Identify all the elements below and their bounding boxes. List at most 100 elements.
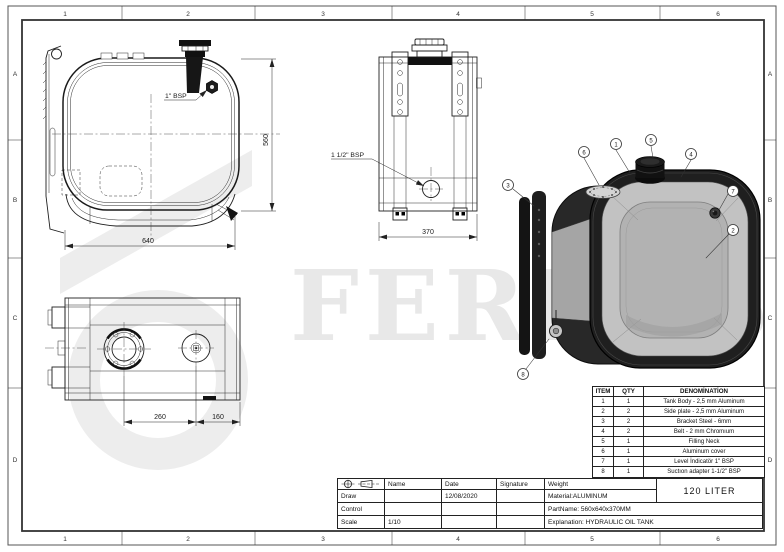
front-view: 1" BSP 560 640 <box>42 40 280 250</box>
row-label: B <box>13 197 17 204</box>
row-label: A <box>768 71 773 78</box>
scale-signature-cell <box>497 516 545 528</box>
row-label: D <box>768 457 773 464</box>
top-breather <box>178 330 214 366</box>
iso-suction-adapter <box>549 310 563 338</box>
col-label: 3 <box>321 536 325 543</box>
isometric-view: 1 2 3 4 5 6 7 <box>502 134 761 380</box>
balloon-number: 5 <box>649 138 653 144</box>
weight-label: Weight <box>545 479 657 490</box>
front-belt-strap <box>186 57 203 93</box>
iso-filling-neck <box>635 156 665 184</box>
draw-name-value <box>385 490 442 503</box>
part-denomination: Filling Neck <box>644 437 764 447</box>
col-label: 5 <box>590 11 594 18</box>
callout-balloon-3: 3 <box>502 179 514 191</box>
control-date-value <box>442 503 497 516</box>
part-denomination: Suctıon adapter 1-1/2" BSP <box>667 469 741 475</box>
front-dim-height: 560 <box>241 58 276 212</box>
part-denomination: Level İndicatör 1" BSP <box>644 457 764 467</box>
col-label: 5 <box>590 536 594 543</box>
part-item: 4 <box>593 427 614 437</box>
iso-side-plate <box>601 181 749 357</box>
explanation-value: Explanation: HYDRAULIC OIL TANK <box>548 518 654 526</box>
row-label: B <box>768 197 772 204</box>
side-depth-value: 370 <box>422 229 434 236</box>
signature-label: Signature <box>497 479 545 490</box>
scale-date-cell <box>442 516 497 528</box>
part-qty: 2 <box>614 417 644 427</box>
control-name-value <box>385 503 442 516</box>
grid-column-labels-bottom: 1 2 3 4 5 6 <box>63 536 720 543</box>
side-port-label: 1 1/2" BSP <box>331 152 364 159</box>
parts-header-denomination: DENOMİNATİON <box>644 387 764 397</box>
parts-header-qty: QTY <box>614 387 644 397</box>
col-label: 3 <box>321 11 325 18</box>
draw-signature-value <box>497 490 545 503</box>
part-name-value: PartName: 560x640x370MM <box>545 503 762 516</box>
balloon-number: 3 <box>506 183 510 189</box>
front-level-plug <box>206 80 218 94</box>
iso-level-indicator <box>709 207 721 219</box>
part-qty: 2 <box>614 407 644 417</box>
callout-balloon-5: 5 <box>645 134 657 146</box>
balloon-number: 8 <box>521 372 525 378</box>
part-denomination: Tank Body - 2,5 mm Aluminum <box>644 397 764 407</box>
part-denomination: Aluminum cover <box>644 447 764 457</box>
scale-value: 1/10 <box>385 516 442 528</box>
iso-left-surface <box>551 218 591 322</box>
part-qty: 1 <box>614 447 644 457</box>
part-qty: 1 <box>614 397 644 407</box>
row-label: A <box>13 71 18 78</box>
col-label: 1 <box>63 536 67 543</box>
balloon-number: 1 <box>614 142 618 148</box>
side-dim-depth: 370 <box>378 214 478 241</box>
balloon-number: 6 <box>582 150 586 156</box>
col-label: 6 <box>716 11 720 18</box>
callout-balloon-2: 2 <box>727 224 739 236</box>
top-plan-view: 260 160 <box>45 297 241 426</box>
front-strap-anchor <box>215 203 238 221</box>
part-qty: 1 <box>614 437 644 447</box>
name-label: Name <box>385 479 442 490</box>
part-qty: 2 <box>614 427 644 437</box>
part-denomination: Side plate - 2,5 mm Aluminum <box>644 407 764 417</box>
callout-balloon-6: 6 <box>578 146 590 158</box>
col-label: 2 <box>186 536 190 543</box>
side-bracket-right <box>451 51 469 221</box>
scale-label: Scale <box>338 516 385 528</box>
col-label: 6 <box>716 536 720 543</box>
part-item: 6 <box>593 447 614 457</box>
front-width-value: 640 <box>142 238 154 245</box>
front-filler-cap <box>179 40 211 57</box>
balloon-number: 7 <box>731 189 735 195</box>
callout-balloon-8: 8 <box>517 368 529 380</box>
balloon-number: 4 <box>689 152 693 158</box>
col-label: 2 <box>186 11 190 18</box>
iso-brackets <box>519 191 546 359</box>
side-view: 1 1/2" BSP 370 <box>331 38 482 241</box>
front-height-value: 560 <box>263 134 270 146</box>
projection-symbol-cell <box>338 479 385 490</box>
date-label: Date <box>442 479 497 490</box>
row-label: C <box>768 315 773 322</box>
callout-balloon-1: 1 <box>610 138 622 150</box>
control-label: Control <box>338 503 385 516</box>
watermark-logo <box>60 150 252 470</box>
sheet-border: 1 2 3 4 5 6 1 2 3 4 5 6 A B C D A B C D <box>7 5 777 546</box>
capacity-value: 120 LITER <box>657 479 762 503</box>
front-port-callout: 1" BSP <box>164 89 208 101</box>
material-value: Material:ALUMINUM <box>545 490 657 503</box>
col-label: 1 <box>63 11 67 18</box>
part-denomination: Belt - 2 mm Chromıum <box>644 427 764 437</box>
callout-balloon-4: 4 <box>685 148 697 160</box>
part-denomination: Bracket Steel - 6mm <box>644 417 764 427</box>
front-dim-width: 640 <box>64 216 236 250</box>
row-label: C <box>13 315 18 322</box>
part-item: 3 <box>593 417 614 427</box>
parts-header-item: ITEM <box>593 387 614 397</box>
part-item: 1 <box>593 397 614 407</box>
top-dims: 260 160 <box>123 366 241 426</box>
grid-row-labels-right: A B C D <box>768 71 773 464</box>
